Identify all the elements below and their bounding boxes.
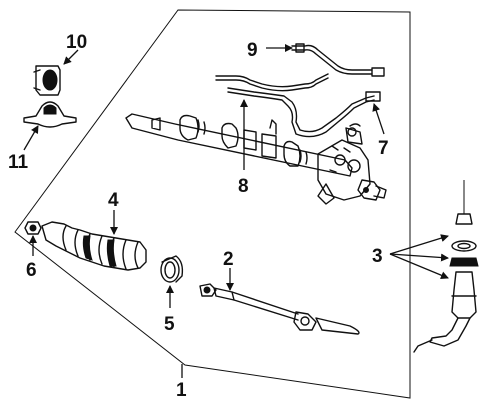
bushing-part	[33, 65, 61, 96]
callout-11: 11	[8, 152, 29, 173]
callout-3: 3	[372, 246, 383, 267]
callout-9: 9	[247, 40, 258, 61]
callout-6: 6	[26, 260, 37, 281]
pressure-line-lower	[215, 73, 381, 138]
tie-rod-end	[413, 180, 479, 353]
callout-1: 1	[176, 380, 187, 401]
valve-body	[317, 123, 387, 205]
rack-tail	[315, 317, 360, 335]
boot-part	[41, 221, 147, 271]
callout-10: 10	[66, 32, 87, 53]
callout-2: 2	[223, 249, 234, 270]
pressure-line-upper	[291, 43, 385, 77]
callout-4: 4	[108, 190, 119, 211]
assembly-outline	[14, 9, 411, 399]
leader-lines	[23, 44, 449, 378]
callout-8: 8	[238, 176, 249, 197]
nut-part	[24, 221, 42, 235]
ring-part	[160, 255, 184, 283]
bracket-part	[23, 101, 77, 128]
callout-7: 7	[378, 138, 389, 159]
inner-tie-rod	[199, 283, 317, 331]
rack-housing	[125, 113, 353, 177]
callout-5: 5	[164, 314, 175, 335]
